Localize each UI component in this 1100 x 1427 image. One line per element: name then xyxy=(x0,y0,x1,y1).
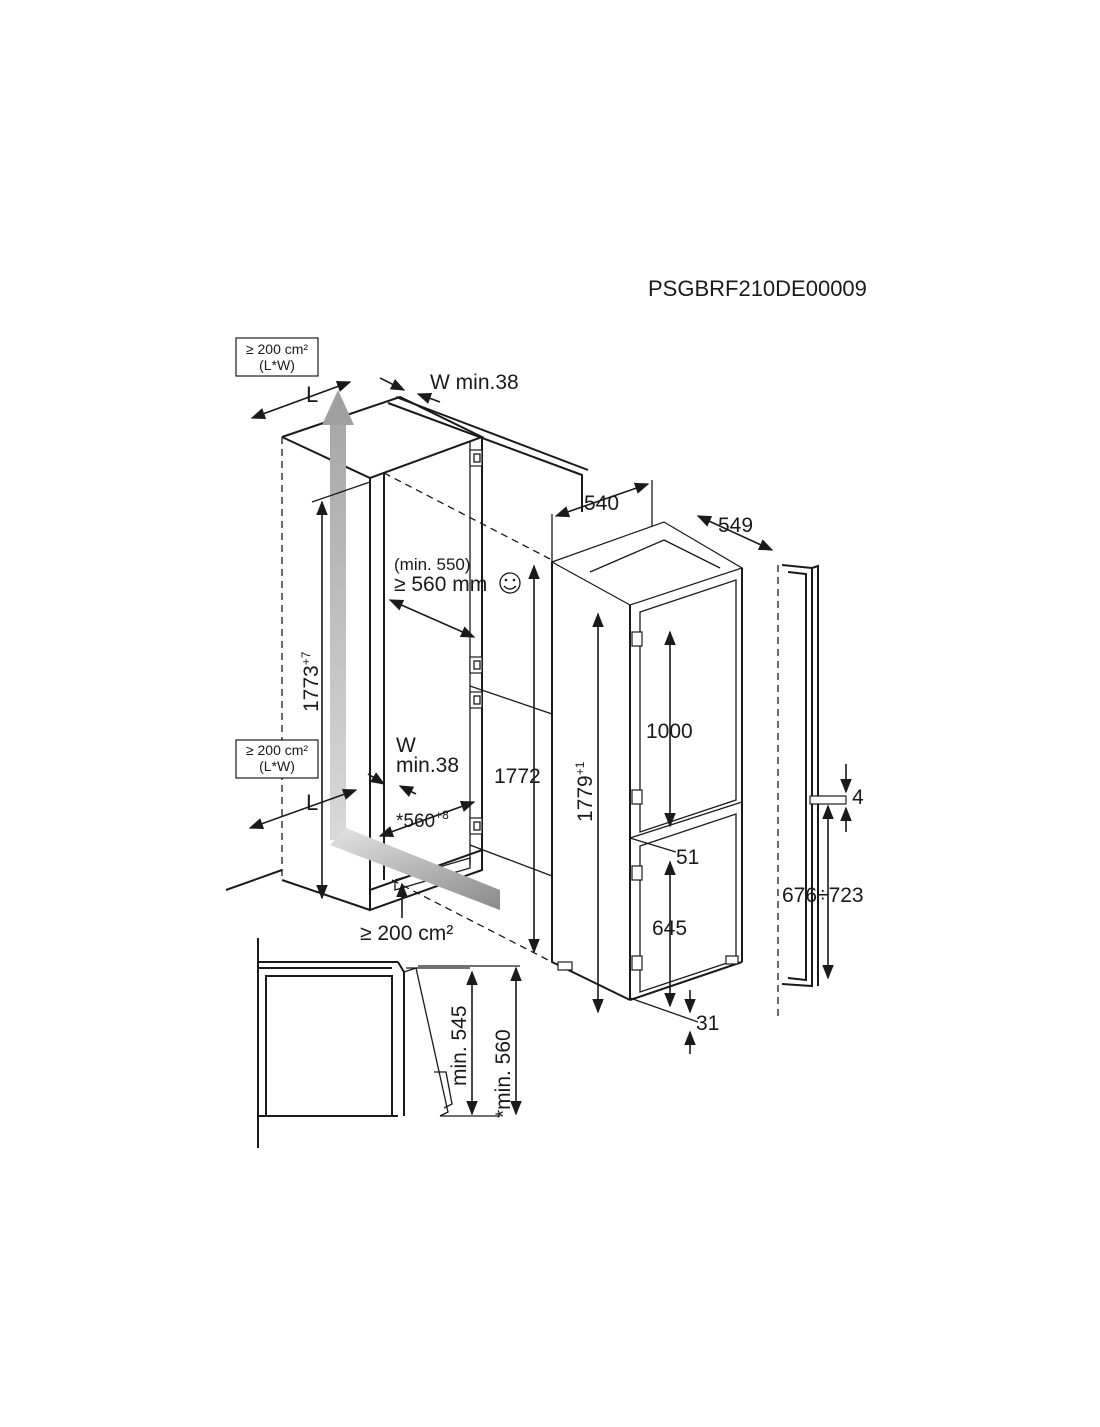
bottom-offset-dimension: 31 xyxy=(629,990,719,1054)
panel-gap-dimension: 4 xyxy=(840,764,864,832)
hinge-icon xyxy=(631,865,643,881)
door-panel-outline xyxy=(387,396,589,512)
svg-text:W: W xyxy=(396,734,416,757)
door-panel-side xyxy=(777,564,847,1020)
niche-height-dimension: 1773+7 xyxy=(299,481,371,900)
appliance-height-dimension: 1772 xyxy=(494,564,541,954)
svg-text:≥ 200 cm²: ≥ 200 cm² xyxy=(246,341,308,357)
appliance-depth-dimension: 549 xyxy=(696,514,774,551)
vent-top-label: ≥ 200 cm² (L*W) L W min.38 xyxy=(235,337,519,419)
lower-door-dimension: 645 xyxy=(652,860,687,1008)
svg-text:≥ 560 mm: ≥ 560 mm xyxy=(394,573,487,596)
section-min-560: *min. 560 xyxy=(418,965,522,1118)
upper-door-dimension: 1000 xyxy=(646,630,693,828)
hinge-icon xyxy=(469,449,483,467)
svg-text:*560+8: *560+8 xyxy=(396,808,449,832)
svg-text:L: L xyxy=(306,382,318,407)
document-code: PSGBRF210DE00009 xyxy=(648,276,867,301)
svg-text:1000: 1000 xyxy=(646,720,693,743)
fridge-appliance xyxy=(550,521,744,1001)
svg-text:51: 51 xyxy=(676,846,699,869)
section-min-545: min. 545 xyxy=(448,970,478,1116)
svg-text:645: 645 xyxy=(652,917,687,940)
hinge-icon xyxy=(631,789,643,805)
svg-text:≥ 200 cm²: ≥ 200 cm² xyxy=(360,922,453,945)
svg-text:(L*W): (L*W) xyxy=(259,758,295,774)
svg-text:W min.38: W min.38 xyxy=(430,371,519,394)
svg-text:676÷723: 676÷723 xyxy=(782,884,864,907)
svg-text:L: L xyxy=(306,790,318,815)
svg-text:(min. 550): (min. 550) xyxy=(394,555,471,574)
niche-width-dimension: *560+8 xyxy=(378,800,476,838)
hinge-icon xyxy=(469,656,483,674)
svg-text:4: 4 xyxy=(852,786,864,809)
hinge-icon xyxy=(469,817,483,835)
hinge-icon xyxy=(631,631,643,647)
panel-range-dimension: 676÷723 xyxy=(782,804,864,980)
svg-text:min.38: min.38 xyxy=(396,754,459,777)
vent-bottom-label: ≥ 200 cm² (L*W) L W min.38 xyxy=(235,734,459,830)
svg-text:(L*W): (L*W) xyxy=(259,357,295,373)
hinge-icon xyxy=(631,955,643,971)
hinge-icon xyxy=(469,691,483,709)
door-height-dimension: 1779+1 xyxy=(573,612,604,1014)
svg-text:31: 31 xyxy=(696,1012,719,1035)
gap-51-dimension: 51 xyxy=(629,837,699,869)
section-detail xyxy=(257,938,500,1148)
svg-text:≥ 200 cm²: ≥ 200 cm² xyxy=(246,742,308,758)
svg-text:540: 540 xyxy=(584,492,619,515)
smiley-icon xyxy=(499,572,521,594)
svg-text:1773+7: 1773+7 xyxy=(299,651,323,712)
depth-dimension: (min. 550) ≥ 560 mm xyxy=(388,555,521,638)
svg-text:*min. 560: *min. 560 xyxy=(492,1029,515,1118)
appliance-width-dimension: 540 xyxy=(551,480,653,562)
svg-text:1772: 1772 xyxy=(494,765,541,788)
svg-text:1779+1: 1779+1 xyxy=(573,761,597,822)
svg-text:549: 549 xyxy=(718,514,753,537)
svg-text:min. 545: min. 545 xyxy=(448,1005,471,1086)
plinth-vent-label: ≥ 200 cm² xyxy=(360,882,453,945)
